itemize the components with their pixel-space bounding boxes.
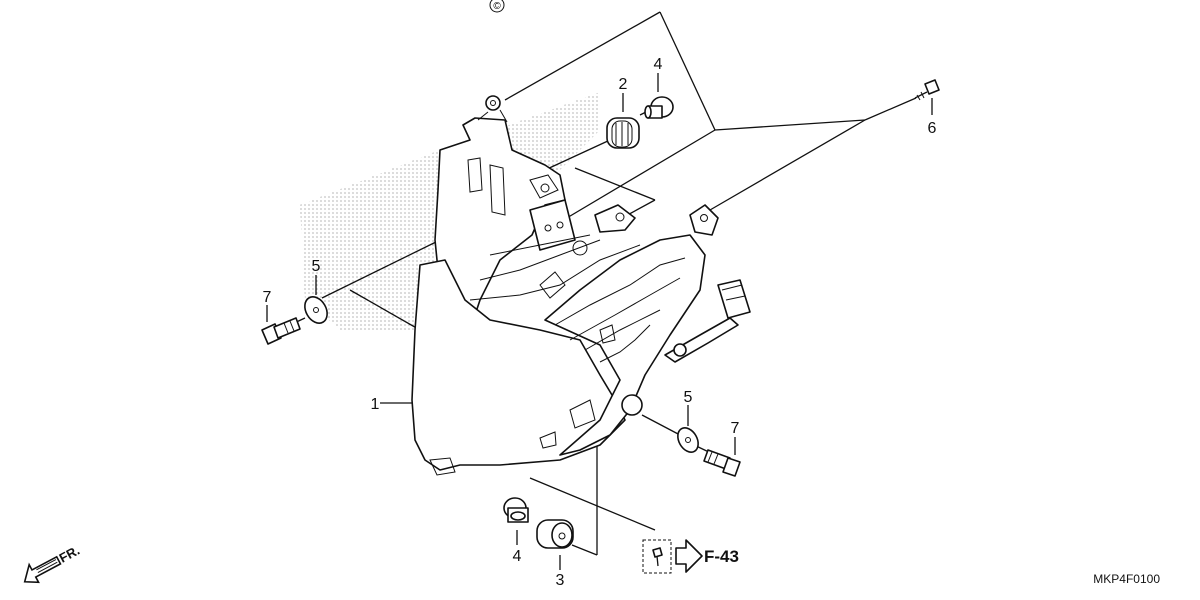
collar-upper	[644, 73, 674, 119]
copyright-mark: ©	[489, 0, 505, 13]
page-reference: F-43	[704, 547, 739, 566]
drawing-code: MKP4F0100	[1093, 572, 1160, 586]
callout-3: 3	[556, 572, 565, 589]
callout-7-left: 7	[263, 289, 272, 306]
callout-4-upper: 4	[654, 56, 663, 73]
leader-lines	[289, 11, 917, 556]
collar-lower	[503, 497, 529, 545]
callout-1: 1	[371, 396, 380, 413]
headlight-assembly	[411, 95, 751, 476]
clip-screw-box	[642, 539, 672, 574]
page-ref-arrow-icon	[675, 539, 703, 573]
callout-2: 2	[619, 76, 628, 93]
callout-5-left: 5	[312, 258, 321, 275]
callout-7-right: 7	[731, 420, 740, 437]
callout-5-right: 5	[684, 389, 693, 406]
bolt-left	[261, 305, 301, 345]
washer-left	[304, 275, 328, 324]
front-direction-indicator: FR.	[23, 543, 82, 584]
grommet-upper	[606, 93, 640, 149]
screw	[914, 79, 940, 115]
callout-4-lower: 4	[513, 548, 522, 565]
front-arrow-icon	[23, 555, 62, 584]
callout-labels: 1 2 3 4 4 5 5 6 7 7	[263, 56, 937, 589]
copyright-symbol: ©	[493, 1, 501, 12]
callout-6: 6	[928, 120, 937, 137]
washer-right	[677, 405, 699, 453]
bolt-right	[703, 437, 741, 477]
grommet-lower	[536, 519, 574, 570]
